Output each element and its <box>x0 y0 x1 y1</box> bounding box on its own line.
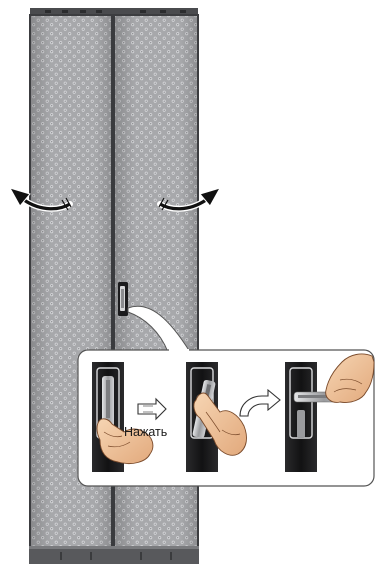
door-handle <box>118 282 128 316</box>
press-label: Нажать <box>124 425 167 439</box>
